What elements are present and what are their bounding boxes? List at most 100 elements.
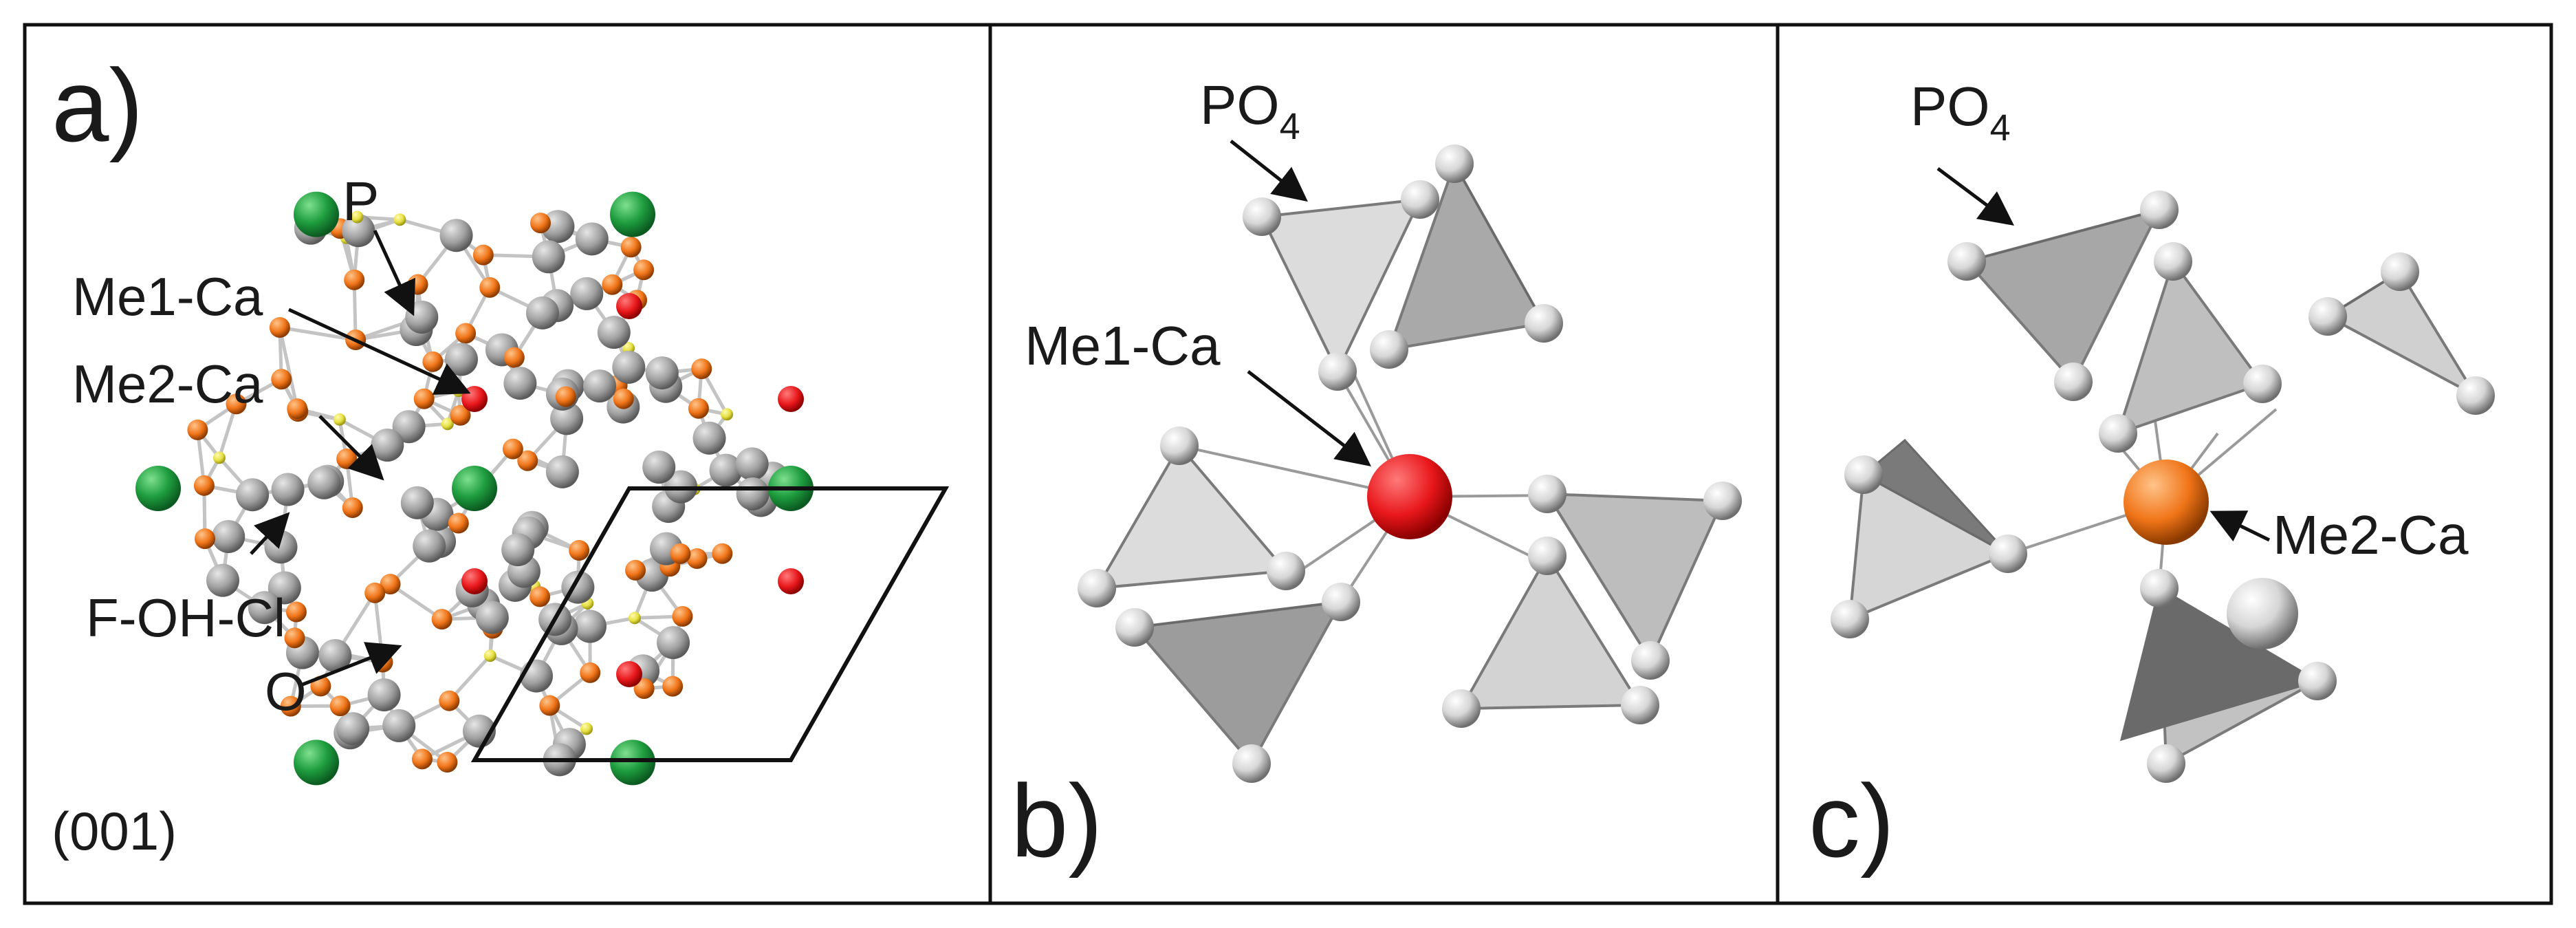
oxygen-atom bbox=[1525, 304, 1563, 343]
small-atom bbox=[483, 649, 496, 662]
oxygen-atom bbox=[2381, 252, 2419, 291]
oxygen-atom bbox=[692, 421, 726, 455]
small-atom bbox=[628, 612, 641, 625]
p-atom bbox=[413, 388, 435, 409]
oxygen-atom bbox=[367, 678, 401, 712]
p-atom bbox=[329, 695, 351, 717]
p-atom bbox=[284, 627, 305, 649]
oxygen-atom bbox=[206, 563, 240, 597]
p-atom bbox=[625, 559, 646, 581]
panel-a: a) (001) P Me1-Ca Me2-Ca F-OH-Cl O bbox=[52, 47, 950, 861]
oxygen-atom bbox=[645, 356, 679, 390]
arrow-me2-ca-c bbox=[2209, 510, 2271, 542]
oxygen-atom bbox=[570, 277, 604, 310]
oxygen-atom bbox=[271, 473, 305, 506]
p-atom bbox=[448, 512, 469, 534]
oxygen-atom bbox=[550, 402, 584, 435]
oxygen-atom bbox=[541, 210, 575, 244]
p-atom bbox=[633, 678, 655, 699]
p-atom bbox=[437, 752, 458, 773]
oxygen-atom bbox=[1844, 455, 1883, 494]
p-atom bbox=[422, 351, 444, 372]
oxygen-atom bbox=[642, 451, 676, 484]
label-me2-ca: Me2-Ca bbox=[72, 354, 263, 414]
po4-label-c: PO4 bbox=[1910, 76, 2011, 149]
miller-index-label: (001) bbox=[52, 801, 177, 861]
oxygen-atom bbox=[582, 369, 616, 403]
oxygen-atom bbox=[1401, 180, 1439, 219]
small-atom bbox=[351, 211, 364, 224]
small-atom bbox=[393, 213, 406, 226]
p-atom bbox=[530, 213, 551, 234]
oxygen-atom bbox=[1831, 600, 1869, 638]
p-atom bbox=[662, 676, 684, 697]
oxygen-atom bbox=[1947, 242, 1986, 281]
oxygen-atom bbox=[735, 447, 769, 481]
oxygen-atom bbox=[657, 626, 690, 660]
p-atom bbox=[569, 540, 590, 561]
me1-ca-atom bbox=[461, 568, 488, 594]
me1-ca-atom bbox=[778, 386, 804, 412]
oxygen-atom bbox=[1078, 569, 1116, 607]
arrow-me1-ca-b bbox=[1247, 370, 1371, 467]
small-atom bbox=[580, 722, 593, 735]
p-atom bbox=[472, 244, 494, 266]
p-atom bbox=[226, 393, 247, 415]
f-oh-cl-atom bbox=[452, 466, 497, 511]
p-atom bbox=[271, 369, 292, 390]
oxygen-atom bbox=[612, 350, 646, 384]
po4-face bbox=[1862, 438, 2009, 555]
oxygen-atom bbox=[1232, 744, 1271, 783]
oxygen-atom bbox=[597, 316, 631, 349]
oxygen-atom bbox=[342, 214, 375, 248]
oxygen-atom bbox=[439, 219, 473, 252]
oxygen-atom bbox=[2243, 365, 2282, 403]
small-atom bbox=[721, 408, 734, 421]
p-atom bbox=[431, 609, 452, 630]
oxygen-atom bbox=[1631, 641, 1670, 680]
oxygen-atom bbox=[444, 343, 478, 376]
p-atom bbox=[380, 574, 401, 595]
p-atom bbox=[686, 548, 708, 569]
p-atom bbox=[439, 690, 460, 711]
oxygen-atom bbox=[318, 639, 352, 673]
oxygen-atom bbox=[501, 533, 535, 567]
label-f-oh-cl: F-OH-Cl bbox=[86, 587, 285, 648]
oxygen-atom bbox=[573, 609, 607, 643]
p-atom bbox=[194, 528, 215, 550]
arrow-o bbox=[302, 642, 402, 687]
oxygen-atom bbox=[2308, 297, 2347, 336]
po4-tetrahedron bbox=[1132, 600, 1344, 766]
oxygen-atom bbox=[413, 529, 446, 563]
oxygen-atom bbox=[1528, 537, 1567, 575]
p-atom bbox=[503, 347, 525, 368]
oxygen-atom bbox=[520, 659, 554, 693]
p-atom bbox=[411, 748, 433, 770]
me1-ca-atom bbox=[616, 293, 642, 319]
oxygen-atom bbox=[1160, 427, 1199, 465]
oxygen-atom bbox=[1370, 330, 1408, 369]
f-oh-cl-atom bbox=[294, 191, 339, 237]
me1-ca-atom bbox=[616, 661, 642, 687]
po4-tetrahedron bbox=[1459, 553, 1643, 711]
p-atom bbox=[670, 543, 691, 564]
p-atom bbox=[342, 497, 363, 519]
p-atom bbox=[633, 259, 655, 281]
p-atom bbox=[455, 323, 477, 344]
oxygen-atom bbox=[2154, 242, 2192, 281]
po4-tetrahedra-c bbox=[1831, 191, 2495, 783]
p-atom bbox=[672, 605, 693, 627]
p-atom bbox=[193, 475, 215, 496]
oxygen-atom bbox=[2456, 376, 2495, 415]
p-atom bbox=[407, 274, 428, 295]
figure-frame bbox=[23, 23, 2553, 905]
f-oh-cl-atom bbox=[294, 740, 339, 786]
panel-b-letter: b) bbox=[1011, 763, 1102, 878]
oxygen-atom bbox=[1243, 197, 1281, 236]
p-atom bbox=[344, 269, 365, 290]
p-atom bbox=[269, 316, 290, 338]
label-me2-ca-c: Me2-Ca bbox=[2273, 504, 2469, 565]
oxygen-atom bbox=[475, 601, 509, 634]
panel-c-letter: c) bbox=[1809, 763, 1895, 878]
